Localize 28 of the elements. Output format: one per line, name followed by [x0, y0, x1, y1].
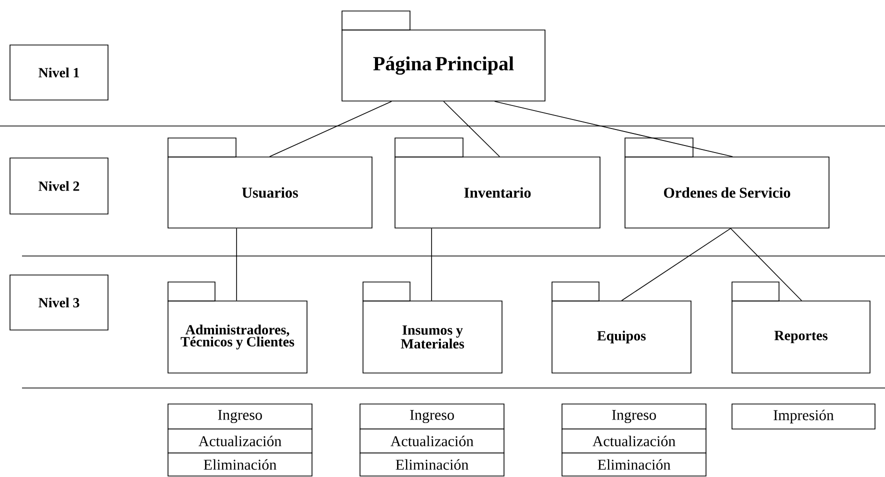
level-box: Nivel 3	[10, 274, 108, 330]
function-cell: Actualización	[562, 428, 706, 454]
function-cell: Ingreso	[168, 404, 312, 430]
function-cell: Eliminación	[562, 452, 706, 476]
function-cell: Eliminación	[168, 452, 312, 476]
connector-line	[269, 101, 392, 157]
package-box: Equipos	[552, 282, 692, 374]
level-box: Nivel 2	[10, 158, 108, 214]
package-box: Ordenes de Servicio	[624, 138, 830, 228]
function-cell: Ingreso	[360, 404, 504, 430]
connector-line	[443, 101, 500, 157]
connector-line	[730, 228, 802, 301]
package-box: Reportes	[732, 282, 870, 374]
package-box: Insumos y Materiales	[362, 282, 502, 374]
function-cell: Actualización	[168, 428, 312, 454]
function-cell: Actualización	[360, 428, 504, 454]
package-box: Página Principal	[342, 10, 546, 102]
package-box: Administradores, Técnicos y Clientes	[168, 282, 308, 374]
connector-line	[494, 101, 733, 157]
connector-line	[236, 228, 237, 301]
connector-line	[621, 228, 731, 301]
function-cell: Impresión	[732, 404, 876, 430]
level-box: Nivel 1	[10, 44, 108, 100]
function-cell: Ingreso	[562, 404, 706, 430]
package-box: Inventario	[394, 138, 600, 228]
connector-line	[431, 228, 432, 301]
package-box: Usuarios	[168, 138, 372, 228]
function-cell: Eliminación	[360, 452, 504, 476]
